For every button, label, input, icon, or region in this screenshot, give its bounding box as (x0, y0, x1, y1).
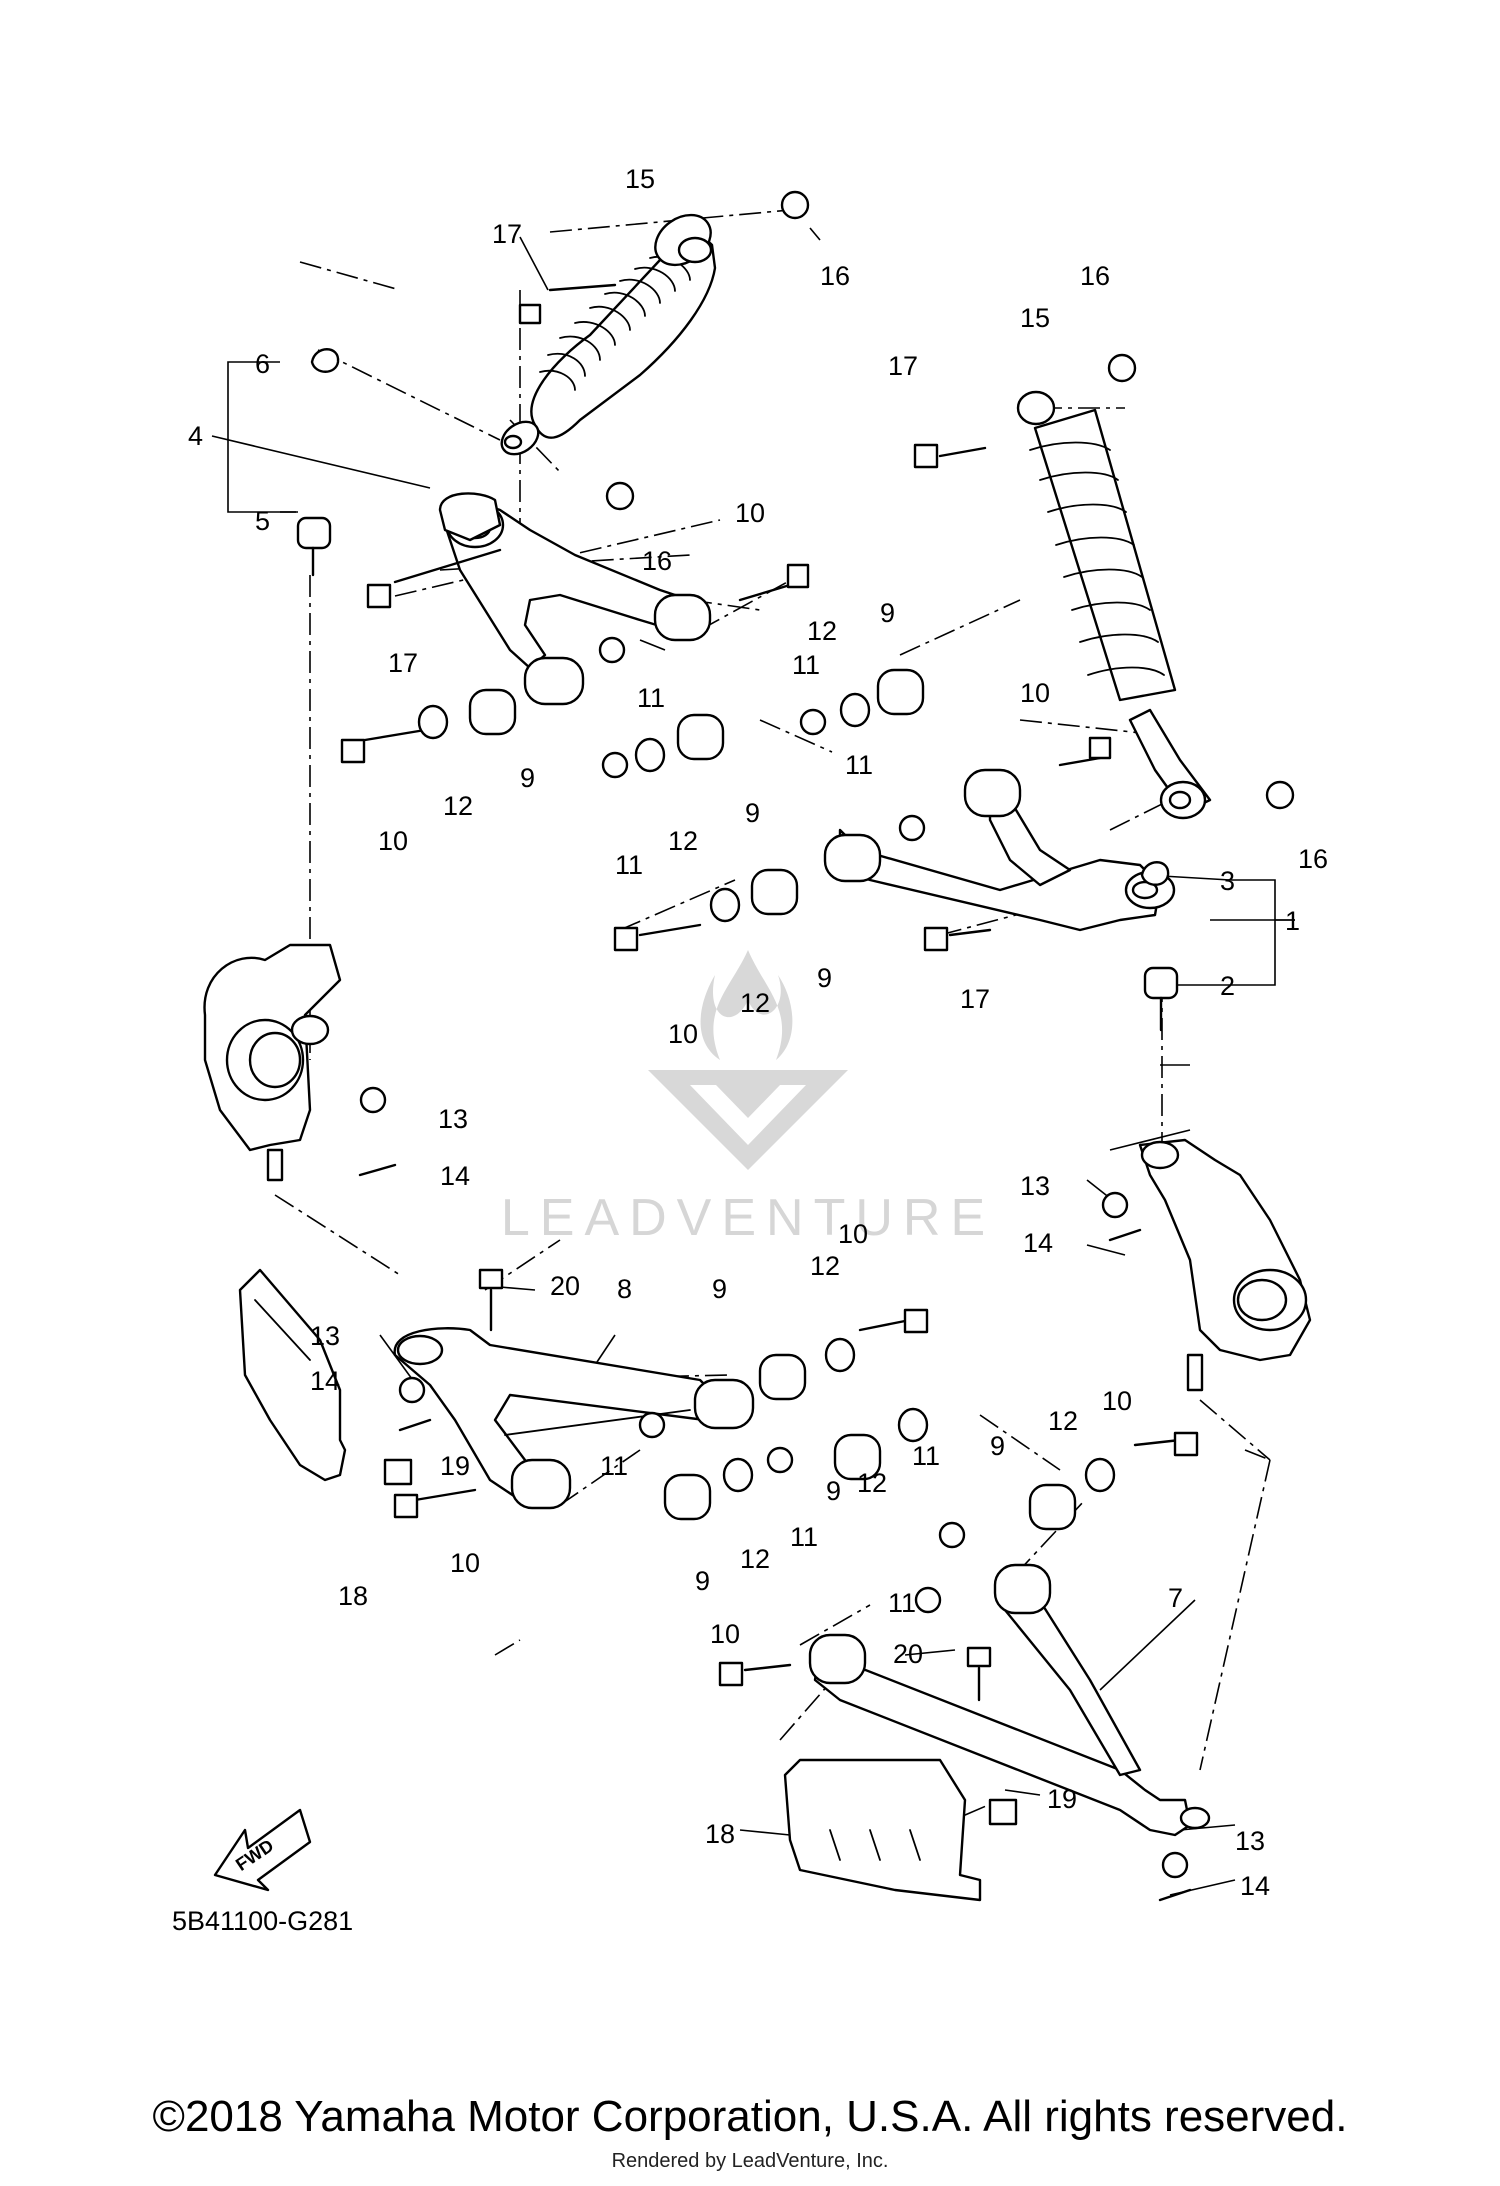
callout-12f: 12 (740, 1544, 770, 1574)
steering-knuckle-right (1138, 1138, 1312, 1392)
callout-20a: 20 (550, 1271, 580, 1301)
callout-13b: 13 (1020, 1171, 1050, 1201)
callout-18b: 18 (705, 1819, 735, 1849)
leader-lines (211, 224, 1295, 1896)
callout-11c: 11 (792, 650, 820, 680)
fwd-arrow-icon: FWD (213, 1808, 312, 1892)
copyright-notice: ©2018 Yamaha Motor Corporation, U.S.A. A… (152, 2092, 1348, 2141)
callout-15b: 15 (1020, 303, 1050, 333)
callout-1: 1 (1285, 906, 1300, 936)
callout-12d: 12 (740, 988, 770, 1018)
callout-13d: 13 (1235, 1826, 1265, 1856)
callout-12g: 12 (857, 1468, 887, 1498)
callout-11d: 11 (845, 750, 873, 780)
callout-9h: 9 (990, 1431, 1005, 1461)
callout-12h: 12 (1048, 1406, 1078, 1436)
callout-10c: 10 (1020, 678, 1050, 708)
callout-16d: 16 (1298, 844, 1328, 874)
callout-17c: 17 (388, 648, 418, 678)
callout-14d: 14 (1240, 1871, 1270, 1901)
steering-knuckle-left (203, 943, 342, 1182)
callout-12a: 12 (443, 791, 473, 821)
shock-absorber-right (1016, 390, 1212, 820)
callout-14c: 14 (310, 1366, 340, 1396)
shock-absorber-left (500, 213, 717, 456)
callout-11f: 11 (790, 1522, 818, 1552)
callout-11a: 11 (637, 683, 665, 713)
callout-5: 5 (255, 506, 270, 536)
rendered-by-notice: Rendered by LeadVenture, Inc. (611, 2150, 889, 2172)
arm-guard-right (783, 1758, 982, 1902)
callout-10a: 10 (735, 498, 765, 528)
callout-7: 7 (1168, 1583, 1183, 1613)
callout-8: 8 (617, 1274, 632, 1304)
callout-18a: 18 (338, 1581, 368, 1611)
callout-10f: 10 (450, 1548, 480, 1578)
callout-10e: 10 (838, 1219, 868, 1249)
hardware (296, 190, 1295, 1902)
callout-6: 6 (255, 349, 270, 379)
callout-9f: 9 (695, 1566, 710, 1596)
callout-13c: 13 (310, 1321, 340, 1351)
callout-9d: 9 (817, 963, 832, 993)
callout-16a: 16 (820, 261, 850, 291)
callout-10b: 10 (378, 826, 408, 856)
callout-13a: 13 (438, 1104, 468, 1134)
callout-14a: 14 (440, 1161, 470, 1191)
callout-9g: 9 (826, 1476, 841, 1506)
callout-11b: 11 (615, 850, 643, 880)
callout-20b: 20 (893, 1639, 923, 1669)
callout-19a: 19 (440, 1451, 470, 1481)
callout-17a: 17 (492, 219, 522, 249)
callout-10h: 10 (710, 1619, 740, 1649)
callout-9c: 9 (880, 598, 895, 628)
callout-16c: 16 (642, 546, 672, 576)
callout-4: 4 (188, 421, 203, 451)
arm-guard-left (238, 1268, 347, 1482)
lower-a-arm-right (808, 1563, 1211, 1837)
callout-11e: 11 (600, 1451, 628, 1481)
callout-12e: 12 (810, 1251, 840, 1281)
callout-17b: 17 (888, 351, 918, 381)
callout-3: 3 (1220, 866, 1235, 896)
callout-11g: 11 (912, 1441, 940, 1471)
callout-9e: 9 (712, 1274, 727, 1304)
callout-17c2: 17 (960, 984, 990, 1014)
callout-10d: 10 (668, 1019, 698, 1049)
callout-12b: 12 (668, 826, 698, 856)
callout-19b: 19 (1047, 1784, 1077, 1814)
watermark-text: LEADVENTURE (501, 1189, 995, 1247)
callout-12c: 12 (807, 616, 837, 646)
callout-9b: 9 (745, 798, 760, 828)
callout-9a: 9 (520, 763, 535, 793)
upper-a-arm-right (823, 768, 1176, 932)
callouts: 1 2 3 4 5 6 7 8 9 9 9 9 9 9 9 9 10 10 10… (188, 164, 1328, 1901)
callout-11h: 11 (888, 1588, 916, 1618)
diagram-code: 5B41100-G281 (172, 1906, 353, 1936)
callout-16b: 16 (1080, 261, 1110, 291)
callout-10g: 10 (1102, 1386, 1132, 1416)
callout-15a: 15 (625, 164, 655, 194)
assembly-lines (274, 209, 1271, 1861)
callout-14b: 14 (1023, 1228, 1053, 1258)
callout-2: 2 (1220, 971, 1235, 1001)
watermark-logo: LEADVENTURE (501, 950, 995, 1247)
